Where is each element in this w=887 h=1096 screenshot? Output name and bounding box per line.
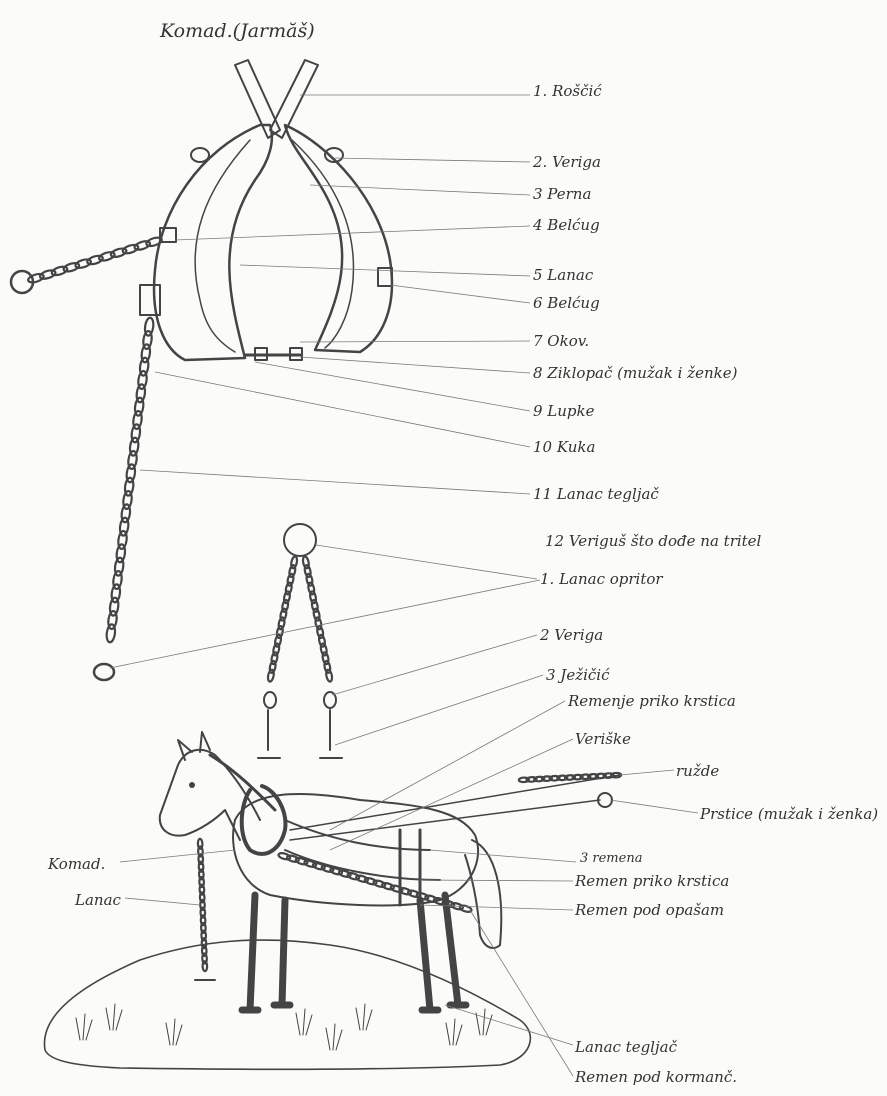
horse-label-ruzde: ružde <box>676 764 719 779</box>
horse-head-neck <box>160 750 260 840</box>
horse-belly-chain <box>278 852 472 913</box>
horse-label-3-remena: 3 remena <box>580 852 642 865</box>
label-leader-line <box>240 265 530 276</box>
label-leader-line <box>316 545 537 579</box>
collar-label-10: 10 Kuka <box>533 440 595 455</box>
label-leader-line <box>335 158 530 162</box>
label-leader-line <box>140 470 530 494</box>
support-label-1: 1. Lanac opritor <box>540 572 663 587</box>
collar-pulling-chain <box>106 317 155 643</box>
grass-tuft <box>476 1009 492 1035</box>
collar-label-6: 6 Belćug <box>533 296 600 311</box>
chain-link <box>459 904 472 913</box>
support-hook-left <box>258 710 280 758</box>
collar-label-1: 1. Roščić <box>533 84 602 99</box>
label-leader-line <box>155 372 530 447</box>
collar-label-8: 8 Ziklopač (mužak i ženke) <box>533 366 737 381</box>
pulling-chain-end-ring <box>94 664 114 680</box>
horse-label-lanac: Lanac <box>75 893 121 908</box>
support-link-left <box>264 692 276 708</box>
grass-tuft <box>356 1004 372 1030</box>
label-leader-line <box>300 357 530 373</box>
support-chain-right <box>302 556 333 682</box>
support-label-2: 2 Veriga <box>540 628 603 643</box>
collar-label-4: 4 Belćug <box>533 218 600 233</box>
horse-label-lanac-tegljac: Lanac tegljač <box>575 1040 677 1055</box>
horse-leg <box>274 900 290 1005</box>
label-leader-line <box>335 675 543 745</box>
label-leader-line <box>332 635 537 695</box>
horse-label-prstice: Prstice (mužak i ženka) <box>700 806 885 823</box>
collar-label-12: 12 Veriguš što dođe na tritel <box>545 534 761 549</box>
horse-label-remen-priko-krstica: Remen priko krstica <box>575 874 729 889</box>
support-chain-left <box>267 556 298 682</box>
horse-collar-drawing <box>11 60 392 680</box>
label-leader-line <box>330 701 565 830</box>
label-leader-line <box>420 880 573 881</box>
label-leader-line <box>330 739 573 850</box>
grass-tuft <box>76 1014 92 1040</box>
grass-tuft <box>446 1019 462 1045</box>
collar-side-chain <box>27 236 163 284</box>
support-label-3: 3 Ježičić <box>546 668 610 683</box>
collar-lupke <box>140 285 160 315</box>
collar-horn-right <box>270 60 318 138</box>
harness-trace-chain <box>519 773 622 783</box>
horse-drawing <box>44 732 621 1069</box>
grass-tuft <box>296 1009 312 1035</box>
collar-left-inner <box>195 140 250 352</box>
collar-label-7: 7 Okov. <box>533 334 589 349</box>
harness-trace-upper <box>290 775 620 830</box>
horse-body <box>233 794 478 905</box>
horse-eye <box>189 782 195 788</box>
label-leader-line <box>445 1005 573 1045</box>
label-leader-line <box>390 285 530 303</box>
grass-tuft <box>326 1024 342 1050</box>
chain-link <box>267 669 275 682</box>
grass-tuft <box>106 1004 122 1030</box>
horse-leg <box>420 900 438 1010</box>
harness-trace-lower <box>290 800 600 840</box>
label-leader-line <box>120 850 235 862</box>
support-label-4: Remenje priko krstica <box>568 694 736 709</box>
horse-label-remen-pod-opasam: Remen pod opašam <box>575 903 724 918</box>
label-leader-line <box>420 905 573 910</box>
label-leader-line <box>175 226 530 240</box>
label-leader-line <box>470 910 573 1076</box>
label-leader-line <box>310 185 530 195</box>
collar-label-3: 3 Perna <box>533 187 591 202</box>
label-leader-line <box>255 362 530 411</box>
horse-label-komad: Komad. <box>48 857 105 872</box>
grass-tuft <box>166 1019 182 1045</box>
collar-ring-left <box>191 148 209 162</box>
collar-label-11: 11 Lanac tegljač <box>533 487 659 502</box>
horse-label-veriske: Veriške <box>575 732 631 747</box>
diagram-title: Komad.(Jarmăš) <box>160 22 315 41</box>
label-leader-line <box>610 800 698 813</box>
label-leader-line <box>620 770 674 775</box>
horse-ears <box>178 732 210 760</box>
collar-label-2: 2. Veriga <box>533 155 601 170</box>
horse-leg <box>242 895 258 1010</box>
collar-label-9: 9 Lupke <box>533 404 595 419</box>
support-hook-right <box>320 710 342 758</box>
support-top-ring <box>284 524 316 556</box>
chain-link <box>325 669 333 682</box>
label-leader-line <box>300 341 530 342</box>
support-chain-drawing <box>258 524 342 758</box>
horse-label-remen-pod-kormanc: Remen pod kormanč. <box>575 1070 737 1085</box>
collar-label-5: 5 Lanac <box>533 268 593 283</box>
label-leader-line <box>430 850 576 862</box>
label-leader-line <box>125 898 200 905</box>
chain-link <box>106 624 116 643</box>
